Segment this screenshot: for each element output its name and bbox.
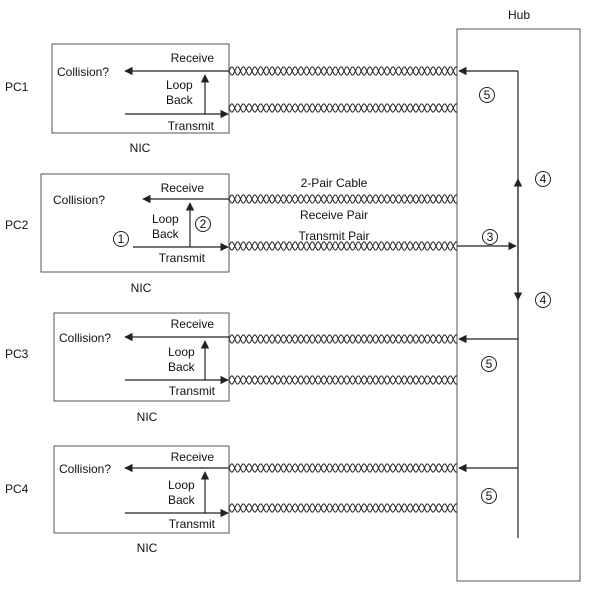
pc4-label: PC4 (5, 482, 29, 496)
pc1-back-label: Back (166, 93, 194, 107)
pc2-back-label: Back (152, 227, 180, 241)
pc2-receive-label: Receive (161, 181, 205, 195)
receive-pair-label: Receive Pair (300, 208, 368, 222)
pc1-receive-pair (228, 66, 458, 76)
pc2-group: PC2 Collision? Receive Loop Back Transmi… (5, 171, 551, 308)
step-4-upper-number: 4 (540, 172, 547, 186)
pc4-step-5-marker (481, 488, 497, 504)
pc3-transmit-pair (228, 375, 458, 385)
pc4-group: PC4 Collision? Receive Loop Back Transmi… (5, 445, 518, 555)
step-4-lower-number: 4 (540, 293, 547, 307)
pc3-nic-box (53, 312, 230, 402)
pc1-step-5-marker (479, 87, 495, 103)
pc4-nic-box (53, 445, 230, 534)
step-4-upper-marker (535, 171, 551, 187)
pc2-transmit-pair (228, 241, 458, 251)
pc2-step-1-marker (113, 231, 129, 247)
pc3-group: PC3 Collision? Receive Loop Back Transmi… (5, 312, 518, 424)
pc1-label: PC1 (5, 80, 29, 94)
pc1-receive-label: Receive (171, 51, 215, 65)
pc3-back-label: Back (168, 360, 196, 374)
pc3-nic-label: NIC (137, 410, 158, 424)
pc1-loop-label: Loop (166, 78, 193, 92)
pc3-collision-label: Collision? (59, 331, 111, 345)
pc1-transmit-label: Transmit (168, 119, 215, 133)
pc3-receive-label: Receive (171, 317, 215, 331)
pc3-label: PC3 (5, 347, 29, 361)
pc3-loop-label: Loop (168, 345, 195, 359)
pc2-loop-label: Loop (152, 212, 179, 226)
hub-label: Hub (508, 8, 530, 22)
pc1-group: PC1 Collision? Receive Loop Back Transmi… (5, 43, 518, 155)
pc1-transmit-pair (228, 103, 458, 113)
pc1-nic-label: NIC (130, 141, 151, 155)
pc4-loop-label: Loop (168, 478, 195, 492)
pc4-transmit-pair (228, 503, 458, 513)
pc4-receive-pair (228, 463, 458, 473)
cable-name-label: 2-Pair Cable (301, 176, 368, 190)
pc1-collision-label: Collision? (57, 65, 109, 79)
pc2-step-2-number: 2 (200, 217, 207, 231)
pc2-transmit-label: Transmit (159, 251, 206, 265)
step-3-number: 3 (487, 230, 494, 244)
pc4-back-label: Back (168, 493, 196, 507)
pc4-receive-label: Receive (171, 450, 215, 464)
pc4-transmit-label: Transmit (169, 517, 216, 531)
pc2-nic-label: NIC (131, 281, 152, 295)
pc1-nic-box (51, 43, 230, 134)
pc3-transmit-label: Transmit (169, 384, 216, 398)
pc2-step-2-marker (195, 216, 211, 232)
pc3-step-5-marker (481, 356, 497, 372)
pc3-receive-pair (228, 334, 458, 344)
pc2-label: PC2 (5, 218, 29, 232)
pc2-collision-label: Collision? (53, 193, 105, 207)
pc4-nic-label: NIC (137, 541, 158, 555)
pc3-step-5-number: 5 (486, 357, 493, 371)
step-4-lower-marker (535, 292, 551, 308)
pc1-step-5-number: 5 (484, 88, 491, 102)
transmit-pair-label: Transmit Pair (299, 229, 370, 243)
pc2-step-1-number: 1 (118, 232, 125, 246)
pc2-receive-pair (228, 194, 458, 204)
pc4-step-5-number: 5 (486, 489, 493, 503)
step-3-marker (482, 229, 498, 245)
pc4-collision-label: Collision? (59, 462, 111, 476)
